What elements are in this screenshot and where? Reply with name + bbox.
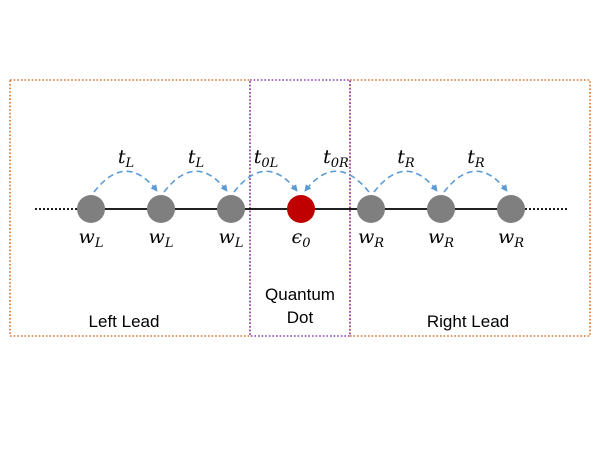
lead-site (497, 195, 525, 223)
site-energy-label: wR (498, 226, 524, 251)
hopping-arrow (373, 170, 438, 193)
right-lead-box (349, 79, 591, 337)
site-energy-label: wR (358, 226, 384, 251)
site-energy-label: wR (428, 226, 454, 251)
hopping-arrow (163, 170, 228, 193)
hopping-label: t0L (254, 146, 279, 171)
hopping-label: tL (188, 146, 204, 171)
site-energy-label: wL (79, 226, 104, 251)
hopping-label: tR (467, 146, 485, 171)
hopping-arrow (93, 170, 158, 193)
lead-site (427, 195, 455, 223)
left-lead-box (9, 79, 251, 337)
lead-site (357, 195, 385, 223)
hopping-arrow (443, 170, 508, 193)
quantum-dot-box (249, 79, 351, 337)
hopping-arrow (304, 170, 370, 193)
lead-site (147, 195, 175, 223)
lead-site (217, 195, 245, 223)
hopping-arrow (233, 170, 298, 193)
quantum-dot-label-line1: Quantum (265, 285, 335, 304)
dot-energy-label: ϵ0 (292, 226, 311, 251)
dot-site (287, 195, 315, 223)
lead-site (77, 195, 105, 223)
site-energy-label: wL (149, 226, 174, 251)
left-lead-label: Left Lead (89, 312, 160, 331)
site-energy-label: wL (219, 226, 244, 251)
quantum-dot-label-line2: Dot (287, 308, 314, 327)
hoppings-layer: tL tL t0L t0R tR tR (93, 146, 508, 193)
right-lead-label: Right Lead (427, 312, 509, 331)
hopping-label: t0R (323, 146, 349, 171)
sites-layer: wL wL wL ϵ0 wR wR wR (77, 195, 525, 251)
hopping-label: tR (397, 146, 415, 171)
hopping-label: tL (118, 146, 134, 171)
